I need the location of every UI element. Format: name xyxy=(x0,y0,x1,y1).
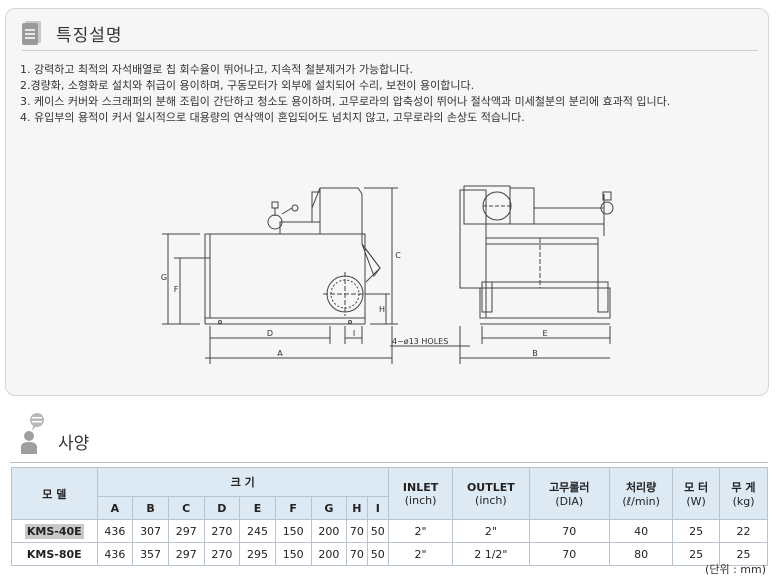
header-size-b: B xyxy=(132,496,169,520)
header-size-f: F xyxy=(274,496,312,520)
size-c-cell: 297 xyxy=(167,542,205,566)
size-d-cell: 270 xyxy=(203,519,241,543)
size-e-cell: 295 xyxy=(239,542,276,566)
size-c-cell: 297 xyxy=(167,519,205,543)
motor-cell: 25 xyxy=(672,519,721,543)
size-h-cell: 70 xyxy=(346,519,368,543)
spec-title: 사양 xyxy=(58,434,90,454)
header-row-1: 모 델 크 기 INLET(inch) OUTLET(inch) 고무롤러(DI… xyxy=(11,467,768,520)
feature-item-3: 3. 케이스 커버와 스크래퍼의 분해 조립이 간단하고 청소도 용이하며, 고… xyxy=(20,95,671,108)
roller-cell: 70 xyxy=(528,542,611,566)
feature-item-2: 2.경량화, 소형화로 설치와 취급이 용이하며, 구동모터가 외부에 설치되어… xyxy=(20,79,475,92)
header-size-e: E xyxy=(239,496,276,520)
header-size-a: A xyxy=(96,496,134,520)
size-b-cell: 357 xyxy=(132,542,169,566)
header-outlet: OUTLET(inch) xyxy=(452,467,530,520)
front-view-drawing xyxy=(390,185,614,364)
dim-label-c: C xyxy=(395,251,401,260)
header-row-2: A B C D E F G H I xyxy=(12,496,768,520)
header-size-h: H xyxy=(346,496,368,520)
size-d-cell: 270 xyxy=(203,542,241,566)
header-capacity: 처리량(ℓ/min) xyxy=(609,467,674,520)
size-h-cell: 70 xyxy=(346,542,368,566)
model-cell: KMS-80E xyxy=(11,542,98,566)
header-inlet: INLET(inch) xyxy=(387,467,454,520)
unit-note: (단위 : mm) xyxy=(705,563,766,576)
dim-label-d: D xyxy=(267,329,273,338)
size-i-cell: 50 xyxy=(366,519,389,543)
weight-cell: 25 xyxy=(719,542,768,566)
header-size-g: G xyxy=(310,496,348,520)
holes-label: 4−ø13 HOLES xyxy=(392,337,448,346)
table-row: KMS-40E 436 307 297 270 245 150 200 70 5… xyxy=(11,519,768,543)
inlet-cell: 2" xyxy=(387,542,454,566)
feature-panel xyxy=(5,8,769,396)
feature-item-1: 1. 강력하고 최적의 자석배열로 칩 회수율이 뛰어나고, 지속적 철분제거가… xyxy=(20,63,414,76)
person-speech-icon xyxy=(21,413,44,454)
size-f-cell: 150 xyxy=(274,542,312,566)
capacity-cell: 40 xyxy=(609,519,674,543)
feature-header: 특징설명 xyxy=(22,18,123,48)
inlet-cell: 2" xyxy=(387,519,454,543)
motor-cell: 25 xyxy=(672,542,721,566)
header-model: 모 델 xyxy=(11,467,98,520)
size-a-cell: 436 xyxy=(96,519,134,543)
header-size-d: D xyxy=(203,496,241,520)
header-weight: 무 게(kg) xyxy=(719,467,768,520)
roller-cell: 70 xyxy=(528,519,611,543)
table-row: KMS-80E 436 357 297 270 295 150 200 70 5… xyxy=(11,542,768,566)
dim-label-b: B xyxy=(532,349,538,358)
size-f-cell: 150 xyxy=(274,519,312,543)
header-motor: 모 터(W) xyxy=(672,467,721,520)
dim-label-e: E xyxy=(542,329,547,338)
side-view-drawing xyxy=(162,187,398,364)
dim-label-i: I xyxy=(353,329,355,338)
size-g-cell: 200 xyxy=(310,519,348,543)
weight-cell: 22 xyxy=(719,519,768,543)
dim-label-a: A xyxy=(277,349,283,358)
size-i-cell: 50 xyxy=(366,542,389,566)
size-a-cell: 436 xyxy=(96,542,134,566)
outlet-cell: 2" xyxy=(452,519,530,543)
technical-drawing: G F C H D I A E B 4−ø13 HOLES xyxy=(161,185,614,364)
spec-title-divider xyxy=(10,462,768,463)
header-size-c: C xyxy=(167,496,205,520)
header-roller: 고무롤러(DIA) xyxy=(528,467,611,520)
spec-table: 모 델 크 기 INLET(inch) OUTLET(inch) 고무롤러(DI… xyxy=(11,467,768,566)
dim-label-h: H xyxy=(379,305,385,314)
notebook-icon xyxy=(22,21,42,45)
size-g-cell: 200 xyxy=(310,542,348,566)
size-e-cell: 245 xyxy=(239,519,276,543)
outlet-cell: 2 1/2" xyxy=(452,542,530,566)
header-size: 크 기 xyxy=(96,467,389,497)
feature-title-divider xyxy=(22,50,758,51)
feature-title: 특징설명 xyxy=(56,25,123,46)
dim-label-f: F xyxy=(174,285,179,294)
size-b-cell: 307 xyxy=(132,519,169,543)
dim-label-g: G xyxy=(161,273,167,282)
capacity-cell: 80 xyxy=(609,542,674,566)
feature-list: 1. 강력하고 최적의 자석배열로 칩 회수율이 뛰어나고, 지속적 철분제거가… xyxy=(20,62,760,126)
model-cell: KMS-40E xyxy=(11,519,98,543)
header-size-i: I xyxy=(366,496,389,520)
feature-item-4: 4. 유입부의 용적이 커서 일시적으로 대용량의 연삭액이 혼입되어도 넘치지… xyxy=(20,111,525,124)
